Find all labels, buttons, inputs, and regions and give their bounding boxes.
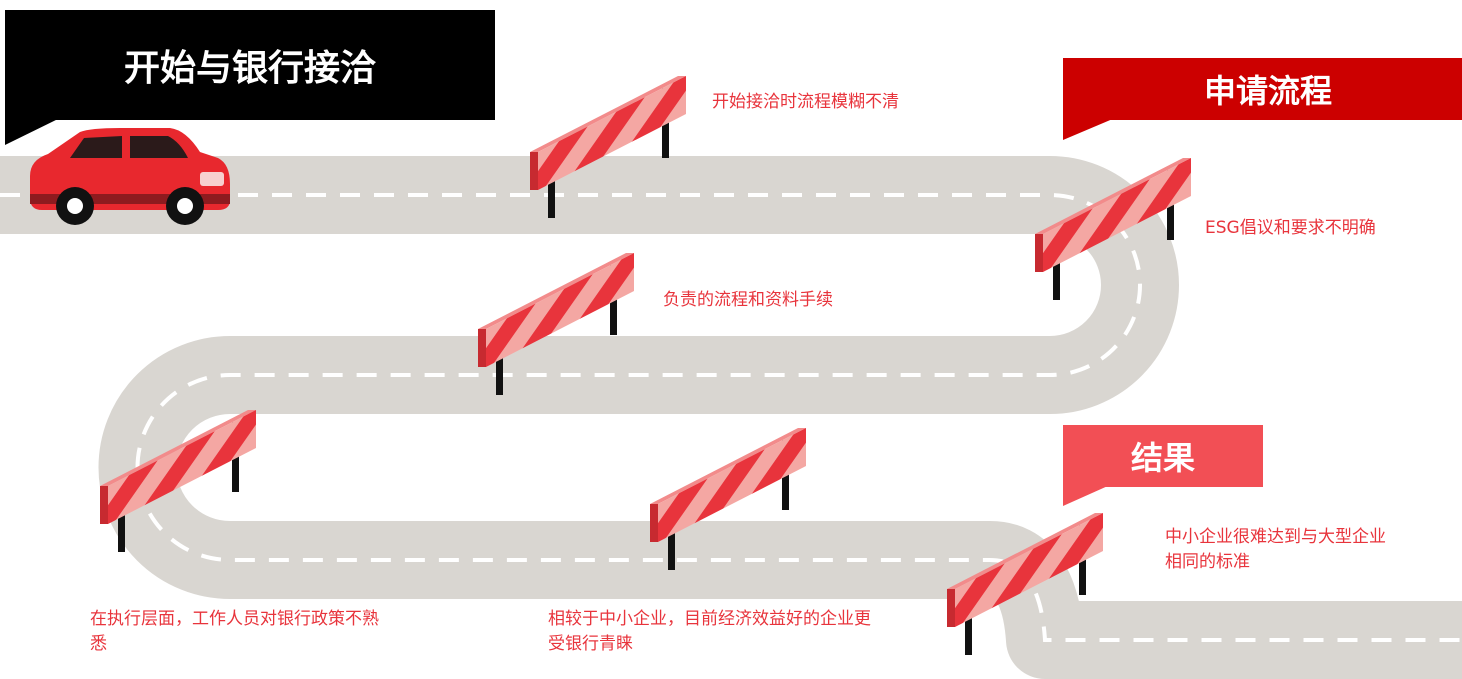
start-stage-label: 开始与银行接洽	[123, 48, 376, 89]
obstacle-caption-4: 在执行层面，工作人员对银行政策不熟悉	[90, 609, 379, 654]
obstacle-caption-5: 相较于中小企业，目前经济效益好的企业更受银行青睐	[548, 609, 871, 654]
application-stage-banner: 申请流程	[1063, 58, 1462, 120]
application-stage-label: 申请流程	[1203, 72, 1332, 110]
start-stage-banner: 开始与银行接洽	[5, 10, 495, 120]
result-stage-label: 结果	[1130, 439, 1195, 477]
obstacle-caption-2: ESG倡议和要求不明确	[1205, 218, 1376, 238]
obstacle-caption-6: 中小企业很难达到与大型企业相同的标准	[1165, 527, 1386, 572]
result-stage-banner: 结果	[1063, 425, 1263, 487]
obstacle-caption-1: 开始接洽时流程模糊不清	[712, 92, 899, 112]
application-banner-tail	[1063, 118, 1115, 140]
car-icon	[30, 128, 230, 225]
obstacle-caption-3: 负责的流程和资料手续	[663, 290, 833, 310]
lane-marking	[0, 193, 1462, 642]
start-banner-tail	[5, 118, 60, 145]
result-banner-tail	[1063, 485, 1110, 506]
